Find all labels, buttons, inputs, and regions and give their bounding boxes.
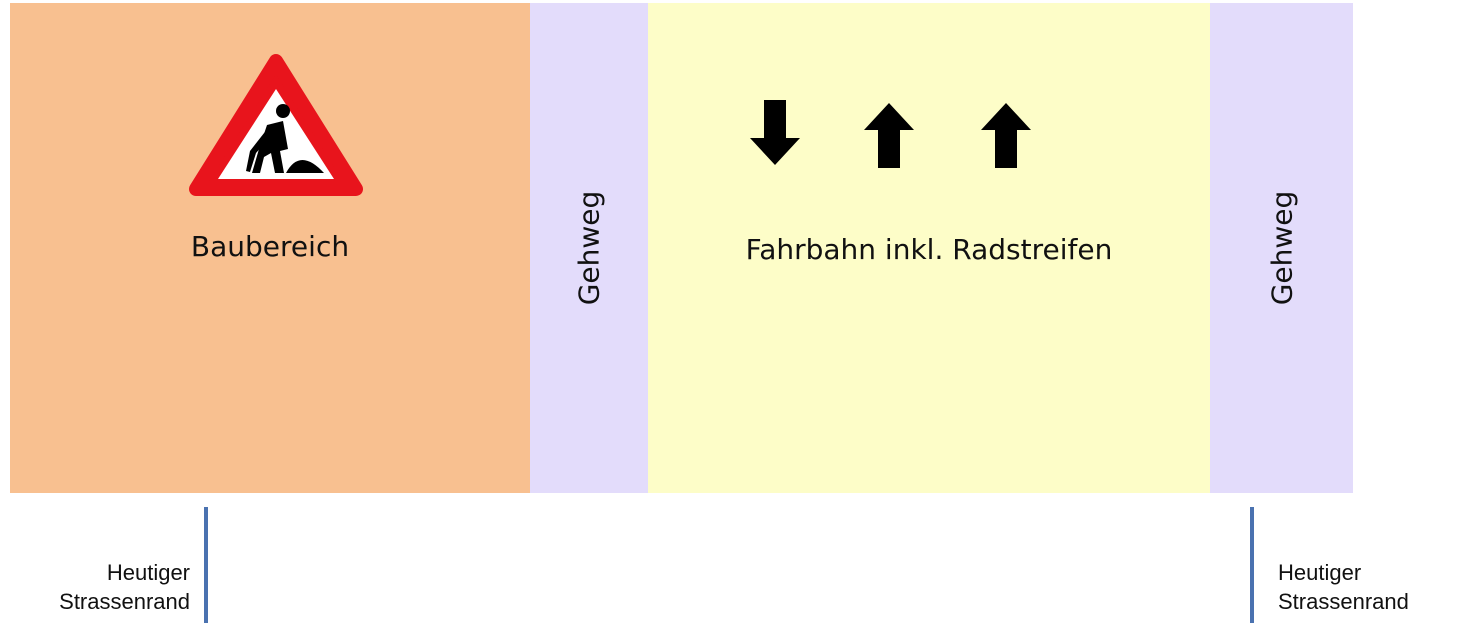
zone-gehweg-right: Gehweg bbox=[1210, 3, 1353, 493]
gehweg-right-label: Gehweg bbox=[1265, 190, 1298, 306]
zone-gehweg-left: Gehweg bbox=[530, 3, 648, 493]
edge-line-right bbox=[1250, 507, 1254, 623]
edge-label-right: Heutiger Strassenrand bbox=[1278, 558, 1409, 616]
arrow-up-icon bbox=[981, 103, 1031, 168]
edge-label-left-line2: Strassenrand bbox=[59, 589, 190, 614]
roadworks-sign-icon bbox=[189, 54, 363, 196]
edge-label-left-line1: Heutiger bbox=[106, 560, 190, 585]
edge-label-left: Heutiger Strassenrand bbox=[59, 558, 190, 616]
arrow-down-icon bbox=[750, 100, 800, 165]
zone-fahrbahn: Fahrbahn inkl. Radstreifen bbox=[648, 3, 1210, 493]
edge-line-left bbox=[204, 507, 208, 623]
gehweg-left-label: Gehweg bbox=[572, 190, 606, 306]
fahrbahn-label: Fahrbahn inkl. Radstreifen bbox=[745, 233, 1113, 266]
zone-baubereich: Baubereich bbox=[10, 3, 530, 493]
baubereich-label: Baubereich bbox=[190, 230, 350, 263]
edge-label-right-line2: Strassenrand bbox=[1278, 589, 1409, 614]
edge-label-right-line1: Heutiger bbox=[1278, 560, 1362, 585]
arrow-up-icon bbox=[864, 103, 914, 168]
